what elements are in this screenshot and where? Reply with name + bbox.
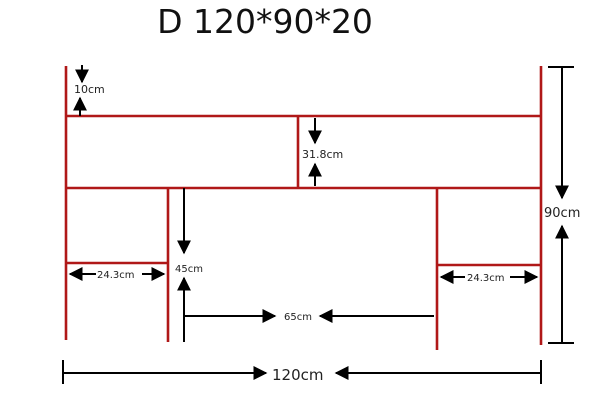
left-depth-label: 24.3cm xyxy=(97,270,135,281)
dimension-arrows xyxy=(62,65,574,384)
shelf-height-label: 31.8cm xyxy=(302,148,343,161)
total-height-label: 90cm xyxy=(544,206,580,221)
desk-frame xyxy=(64,66,543,350)
diagram-title: D 120*90*20 xyxy=(157,2,373,41)
inner-height-label: 45cm xyxy=(175,264,203,275)
total-width-label: 120cm xyxy=(272,366,324,384)
top-gap-label: 10cm xyxy=(74,83,105,96)
inner-width-label: 65cm xyxy=(284,312,312,323)
right-depth-label: 24.3cm xyxy=(467,273,505,284)
